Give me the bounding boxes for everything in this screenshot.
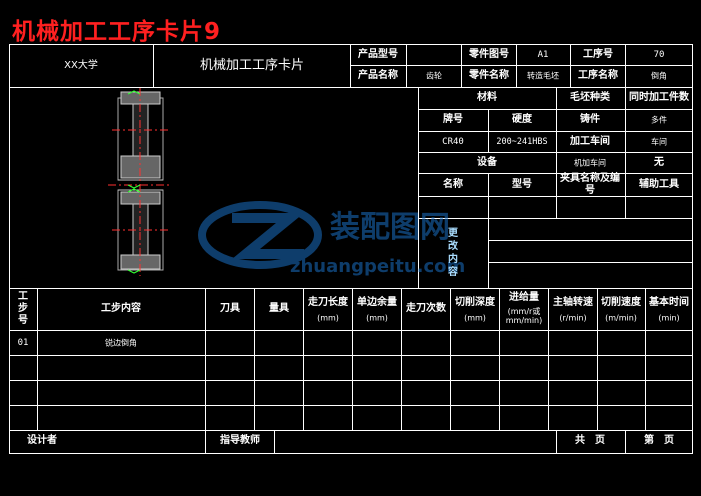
part-name-value: 转造毛坯 — [527, 71, 559, 81]
col-allowance-unit: (mm) — [366, 313, 388, 323]
col-base-time: 基本时间 — [649, 297, 689, 308]
process-no-label: 工序号 — [583, 49, 613, 60]
hardness-value: 200~241HBS — [496, 137, 548, 147]
col-step-no: 工步号 — [18, 291, 28, 326]
col-cut-depth: 切削深度 — [455, 297, 495, 308]
step-row-no: 01 — [17, 338, 29, 348]
designer-label: 设计者 — [27, 435, 57, 446]
part-name-label: 零件名称 — [469, 70, 509, 81]
col-cut-speed-unit: (m/min) — [605, 313, 637, 323]
total-pages-label: 共 页 — [575, 435, 605, 446]
part-drawing-no-value: A1 — [537, 50, 549, 60]
col-allowance: 单边余量 — [357, 297, 397, 308]
workshop-value: 车间 — [651, 137, 667, 147]
col-cut-speed: 切削速度 — [601, 297, 641, 308]
workshop-label: 加工车间 — [570, 136, 610, 147]
fixture-label: 夹具名称及编号 — [560, 173, 620, 196]
product-name-label: 产品名称 — [358, 70, 398, 81]
equipment-model-label: 型号 — [512, 179, 532, 190]
blank-type-label: 毛坯种类 — [570, 92, 610, 103]
process-name-value: 倒角 — [651, 71, 667, 81]
col-stroke-length: 走刀长度 — [308, 297, 348, 308]
col-feed: 进给量 — [509, 292, 539, 303]
machine-label: 机加车间 — [574, 158, 606, 168]
machine-value: 无 — [654, 157, 664, 168]
step-row-content: 锐边倒角 — [105, 338, 137, 348]
school-name: XX大学 — [64, 60, 98, 71]
process-no-value: 70 — [653, 50, 665, 60]
process-name-label: 工序名称 — [578, 70, 618, 81]
aux-tool-label: 辅助工具 — [639, 179, 679, 190]
blank-value: 铸件 — [580, 114, 600, 125]
part-drawing-no-label: 零件图号 — [469, 49, 509, 60]
col-base-time-unit: (min) — [658, 313, 680, 323]
grade-label: 牌号 — [443, 114, 463, 125]
grade-value: CR40 — [442, 137, 464, 147]
col-feed-unit: (mm/r或mm/min) — [505, 307, 543, 325]
col-spindle-speed: 主轴转速 — [553, 297, 593, 308]
product-model-label: 产品型号 — [358, 49, 398, 60]
col-step-content: 工步内容 — [101, 303, 141, 314]
page-title: 机械加工工序卡片9 — [12, 19, 222, 45]
col-gauge: 量具 — [269, 303, 289, 314]
col-stroke-length-unit: (mm) — [317, 313, 339, 323]
material-label: 材料 — [477, 92, 497, 103]
change-content-label: 更改内容 — [448, 228, 458, 278]
equipment-label: 设备 — [477, 157, 497, 168]
page-number-label: 第 页 — [644, 435, 674, 446]
col-tool: 刀具 — [220, 303, 240, 314]
col-cut-depth-unit: (mm) — [464, 313, 486, 323]
workpieces-label: 同时加工件数 — [629, 92, 689, 103]
col-passes: 走刀次数 — [406, 303, 446, 314]
instructor-label: 指导教师 — [220, 435, 260, 446]
product-name-value: 齿轮 — [426, 71, 442, 81]
card-title: 机械加工工序卡片 — [199, 58, 305, 73]
gear-section-drawing — [108, 88, 172, 276]
col-spindle-speed-unit: (r/min) — [559, 313, 587, 323]
pieces-value: 多件 — [651, 115, 667, 125]
hardness-label: 硬度 — [512, 114, 532, 125]
equipment-name-label: 名称 — [443, 179, 463, 190]
